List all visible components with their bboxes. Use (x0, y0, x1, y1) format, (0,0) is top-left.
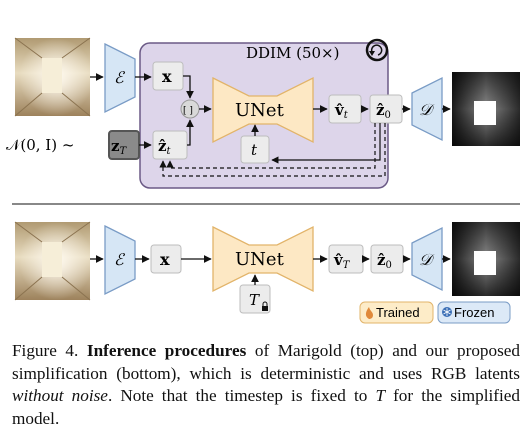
legend-frozen: Frozen (437, 301, 511, 324)
z0-bottom-label: ẑ (377, 251, 386, 269)
unet-top: UNet (212, 76, 314, 144)
v-T-label: v̂ (333, 251, 344, 269)
decoder-top: 𝒟 (411, 76, 443, 142)
depth-map-bottom (452, 222, 520, 296)
encoder-bottom-label: ℰ (114, 250, 126, 269)
z0-top-sub: 0 (385, 110, 391, 121)
noise-z-sub: T (120, 146, 128, 157)
caption-text-3: for the simplified model. (12, 386, 520, 428)
zt-label: ẑ (158, 137, 167, 155)
legend-trained: Trained (359, 301, 434, 324)
feedback-dashed-outer (159, 123, 386, 177)
decoder-bottom: 𝒟 (411, 226, 443, 292)
timestep-t-label: t (251, 141, 258, 159)
z0-bottom-sub: 0 (386, 260, 392, 271)
latent-x-bottom-label: x (160, 250, 170, 269)
v-t-label: v̂ (334, 101, 345, 119)
concat-node: [ ] (180, 99, 200, 119)
room-photo-top (14, 37, 91, 117)
svg-text:ẑ0: ẑ0 (376, 101, 391, 121)
marigold-inference-diagram: DDIM (50×) ℰ x [ ] UNet (6, 37, 520, 324)
ddim-loop-label: DDIM (50×) (246, 44, 339, 62)
encoder-top: ℰ (104, 42, 136, 114)
timestep-t: t (240, 135, 270, 164)
svg-text:v̂t: v̂t (334, 101, 349, 121)
snowflake-icon (442, 307, 452, 317)
encoder-top-label: ℰ (114, 68, 126, 87)
figure-caption: Figure 4. Inference procedures of Marigo… (12, 340, 520, 430)
cycle-icon (365, 38, 389, 62)
latent-x-bottom: x (150, 244, 182, 274)
svg-text:v̂T: v̂T (333, 251, 351, 271)
feedback-dashed-inner (166, 123, 376, 169)
timestep-T-label: T (249, 291, 260, 309)
room-photo-bottom (14, 221, 91, 301)
v-t-sub: t (344, 110, 349, 121)
svg-text:zT: zT (111, 137, 128, 157)
caption-italic: without noise (12, 386, 108, 406)
noise-distribution-label: 𝒩(0, I) ~ (6, 136, 74, 154)
latent-zt: ẑt (152, 130, 188, 160)
z0-top-label: ẑ (376, 101, 385, 119)
caption-italic-T: T (375, 386, 385, 406)
caption-bold-title: Inference procedures (86, 341, 247, 360)
caption-text-2: . Note that the timestep is fixed to (107, 386, 376, 406)
encoder-bottom: ℰ (104, 224, 136, 296)
svg-text:ẑ0: ẑ0 (377, 251, 392, 271)
latent-x-top: x (152, 61, 184, 91)
lock-icon (262, 301, 268, 311)
v-T-sub: T (343, 260, 351, 271)
latent-z0-bottom: ẑ0 (370, 244, 404, 274)
unet-bottom: UNet (212, 225, 314, 293)
noise-latent-zT: zT (108, 130, 140, 160)
noise-z-label: z (111, 137, 120, 155)
feedback-solid (271, 123, 381, 164)
caption-figure-label: Figure 4. (12, 341, 79, 360)
latent-z0-top: ẑ0 (369, 94, 403, 124)
legend-trained-label: Trained (376, 305, 420, 320)
concat-label: [ ] (183, 106, 193, 116)
decoder-bottom-label: 𝒟 (419, 250, 435, 269)
unet-bottom-label: UNet (235, 249, 285, 270)
latent-v-t: v̂t (328, 94, 362, 124)
caption-text-1: of Marigold (top) and our proposed simpl… (12, 341, 521, 383)
decoder-top-label: 𝒟 (419, 100, 435, 119)
latent-x-top-label: x (162, 67, 172, 86)
unet-top-label: UNet (235, 100, 285, 121)
zt-sub: t (167, 146, 172, 157)
depth-map-top (452, 72, 520, 146)
legend-frozen-label: Frozen (454, 305, 494, 320)
latent-v-T: v̂T (328, 244, 364, 274)
svg-text:ẑt: ẑt (158, 137, 172, 157)
flame-icon (365, 307, 373, 319)
